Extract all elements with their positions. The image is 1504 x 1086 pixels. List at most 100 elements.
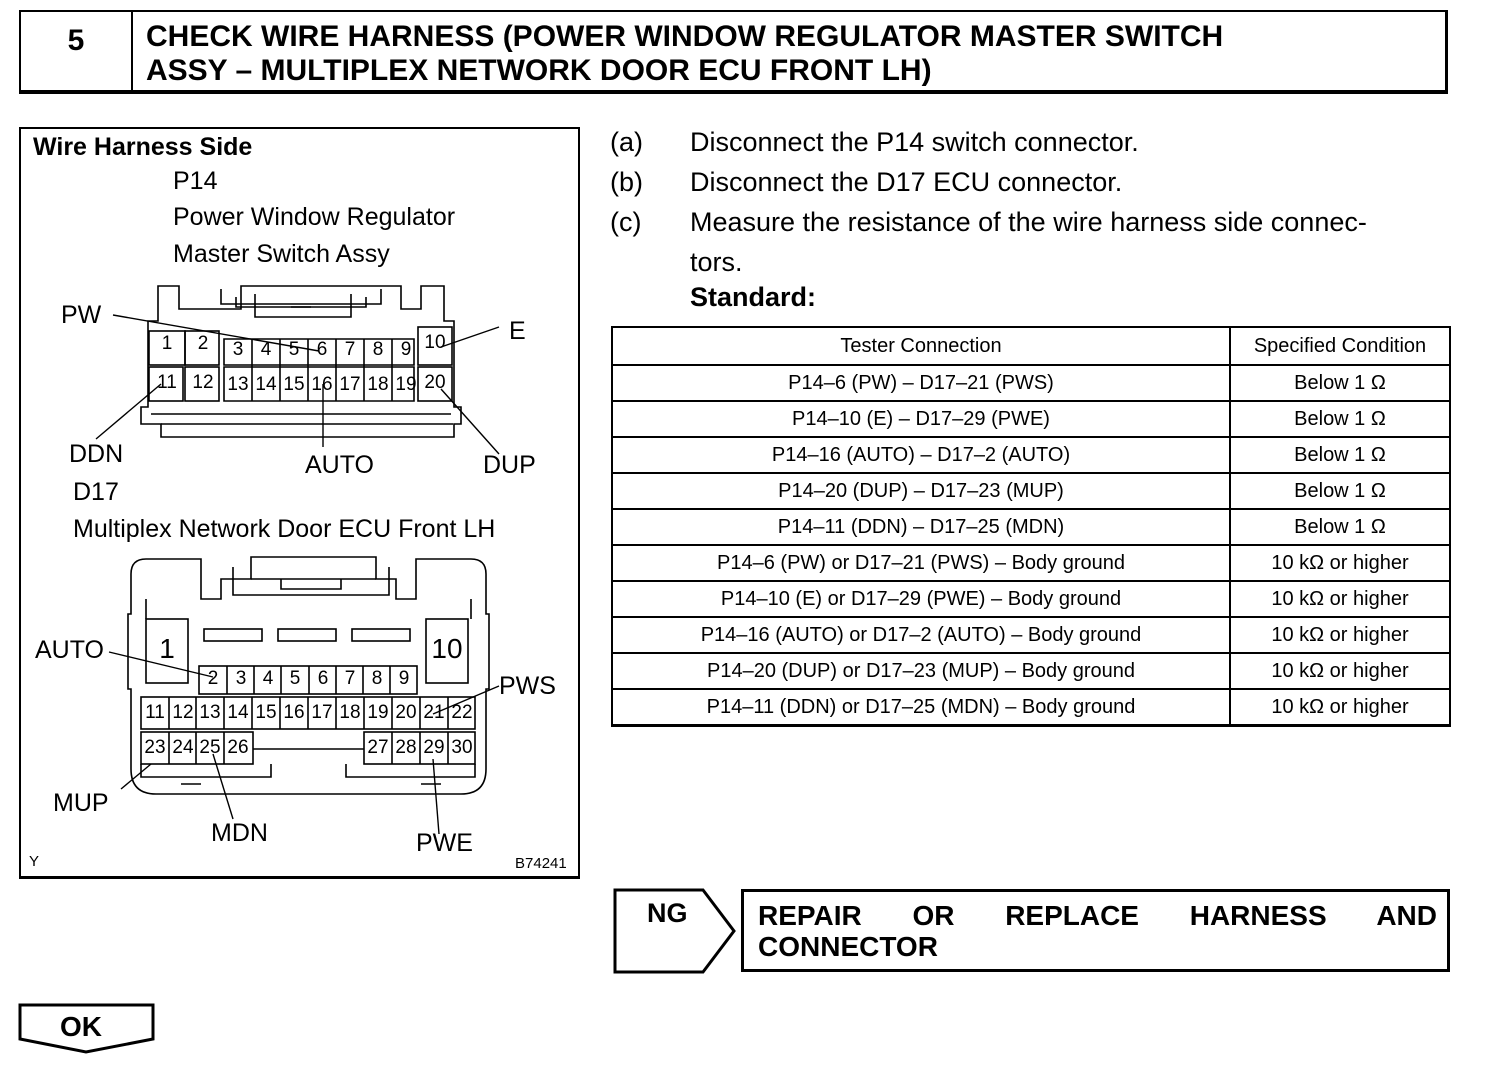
cell-tester-connection: P14–20 (DUP) or D17–23 (MUP) – Body grou… [611, 652, 1231, 690]
pin-number: 1 [161, 333, 173, 354]
pin-number: 10 [431, 633, 463, 664]
table-row: P14–10 (E) – D17–29 (PWE)Below 1 Ω [611, 400, 1451, 438]
pin-number: 6 [316, 339, 328, 360]
cell-tester-connection: P14–11 (DDN) or D17–25 (MDN) – Body grou… [611, 688, 1231, 727]
cell-tester-connection: P14–11 (DDN) – D17–25 (MDN) [611, 508, 1231, 546]
pin-number: 23 [144, 737, 166, 758]
pin-number: 20 [395, 702, 417, 723]
step-b-text: Disconnect the D17 ECU connector. [690, 167, 1123, 197]
pin-number: 26 [227, 737, 249, 758]
p14-name-line2: Master Switch Assy [173, 240, 390, 268]
step-b-letter: (b) [610, 167, 643, 197]
table-row: P14–6 (PW) – D17–21 (PWS)Below 1 Ω [611, 364, 1451, 402]
cell-specified-condition: Below 1 Ω [1229, 436, 1451, 474]
d17-code: D17 [73, 478, 119, 506]
cell-tester-connection: P14–16 (AUTO) – D17–2 (AUTO) [611, 436, 1231, 474]
table-row: P14–10 (E) or D17–29 (PWE) – Body ground… [611, 580, 1451, 618]
ng-label: NG [647, 898, 688, 928]
step-a-letter: (a) [610, 127, 643, 157]
pin-number: 20 [424, 372, 446, 393]
pin-number: 4 [262, 668, 274, 689]
p14-name-line1: Power Window Regulator [173, 203, 456, 231]
pin-number: 27 [367, 737, 389, 758]
step-c: (c) Measure the resistance of the wire h… [610, 202, 1460, 282]
pin-number: 9 [398, 668, 410, 689]
header-specified-condition: Specified Condition [1229, 326, 1451, 366]
pin-number: 15 [255, 702, 277, 723]
cell-tester-connection: P14–16 (AUTO) or D17–2 (AUTO) – Body gro… [611, 616, 1231, 654]
pin-number: 30 [451, 737, 473, 758]
p14-code: P14 [173, 167, 218, 195]
pin-number: 13 [199, 702, 221, 723]
pin-number: 18 [367, 374, 389, 395]
step-number: 5 [21, 12, 133, 90]
label-auto-p14: AUTO [305, 451, 374, 479]
pin-number: 5 [288, 339, 300, 360]
connector-diagram: Wire Harness Side P14 Power Window Regul… [19, 127, 580, 879]
pin-number: 7 [344, 339, 356, 360]
label-pw: PW [61, 301, 102, 329]
pin-number: 18 [339, 702, 361, 723]
cell-tester-connection: P14–10 (E) or D17–29 (PWE) – Body ground [611, 580, 1231, 618]
pin-number: 11 [145, 702, 165, 723]
step-title-line2: ASSY – MULTIPLEX NETWORK DOOR ECU FRONT … [146, 54, 932, 87]
header-tester-connection: Tester Connection [611, 326, 1231, 366]
procedure-steps: (a) Disconnect the P14 switch connector.… [610, 122, 1460, 282]
pin-number: 2 [197, 333, 209, 354]
pin-number: 3 [235, 668, 247, 689]
pin-number: 12 [172, 702, 194, 723]
pin-number: 2 [207, 668, 219, 689]
pin-number: 15 [283, 374, 305, 395]
spec-table: Tester Connection Specified Condition P1… [611, 326, 1451, 727]
pin-number: 19 [367, 702, 389, 723]
pin-number: 28 [395, 737, 417, 758]
corner-left-label: Y [29, 853, 40, 870]
ng-arrow-icon [613, 888, 736, 974]
standard-label: Standard: [690, 282, 817, 312]
ng-action-text: REPAIR OR REPLACE HARNESS AND CONNECTOR [758, 900, 1437, 962]
pin-number: 21 [423, 702, 445, 723]
pin-number: 8 [372, 339, 384, 360]
pin-number: 25 [199, 737, 221, 758]
table-row: P14–11 (DDN) – D17–25 (MDN)Below 1 Ω [611, 508, 1451, 546]
pin-number: 3 [232, 339, 244, 360]
cell-tester-connection: P14–6 (PW) or D17–21 (PWS) – Body ground [611, 544, 1231, 582]
step-title: CHECK WIRE HARNESS (POWER WINDOW REGULAT… [146, 20, 1435, 88]
pin-number: 1 [159, 633, 175, 664]
d17-name: Multiplex Network Door ECU Front LH [73, 515, 496, 543]
step-b: (b) Disconnect the D17 ECU connector. [610, 162, 1460, 202]
table-row: P14–16 (AUTO) or D17–2 (AUTO) – Body gro… [611, 616, 1451, 654]
ok-arrow-icon [18, 1003, 155, 1054]
step-c-letter: (c) [610, 207, 642, 237]
pin-number: 17 [339, 374, 361, 395]
pin-number: 5 [289, 668, 301, 689]
cell-specified-condition: Below 1 Ω [1229, 400, 1451, 438]
pin-number: 8 [371, 668, 383, 689]
label-pws: PWS [499, 672, 556, 700]
pin-number: 16 [311, 374, 333, 395]
step-title-line1: CHECK WIRE HARNESS (POWER WINDOW REGULAT… [146, 20, 1224, 53]
label-pwe: PWE [416, 829, 473, 857]
label-auto-d17: AUTO [35, 636, 104, 664]
step-header: 5 CHECK WIRE HARNESS (POWER WINDOW REGUL… [19, 10, 1448, 94]
step-c-text: Measure the resistance of the wire harne… [690, 207, 1367, 277]
cell-specified-condition: 10 kΩ or higher [1229, 580, 1451, 618]
label-dup: DUP [483, 451, 536, 479]
table-row: P14–11 (DDN) or D17–25 (MDN) – Body grou… [611, 688, 1451, 727]
table-header-row: Tester Connection Specified Condition [611, 326, 1451, 366]
ng-text-line1: REPAIR OR REPLACE HARNESS AND [758, 900, 1437, 931]
pin-number: 29 [423, 737, 445, 758]
pin-number: 13 [227, 374, 249, 395]
pin-number: 7 [344, 668, 356, 689]
cell-tester-connection: P14–6 (PW) – D17–21 (PWS) [611, 364, 1231, 402]
step-a-text: Disconnect the P14 switch connector. [690, 127, 1139, 157]
table-row: P14–6 (PW) or D17–21 (PWS) – Body ground… [611, 544, 1451, 582]
label-mdn: MDN [211, 819, 268, 847]
label-mup: MUP [53, 789, 109, 817]
cell-specified-condition: Below 1 Ω [1229, 472, 1451, 510]
label-e: E [509, 317, 526, 345]
figure-heading: Wire Harness Side [33, 133, 253, 161]
label-ddn: DDN [69, 440, 124, 468]
pin-number: 9 [400, 339, 412, 360]
pin-number: 12 [192, 372, 214, 393]
